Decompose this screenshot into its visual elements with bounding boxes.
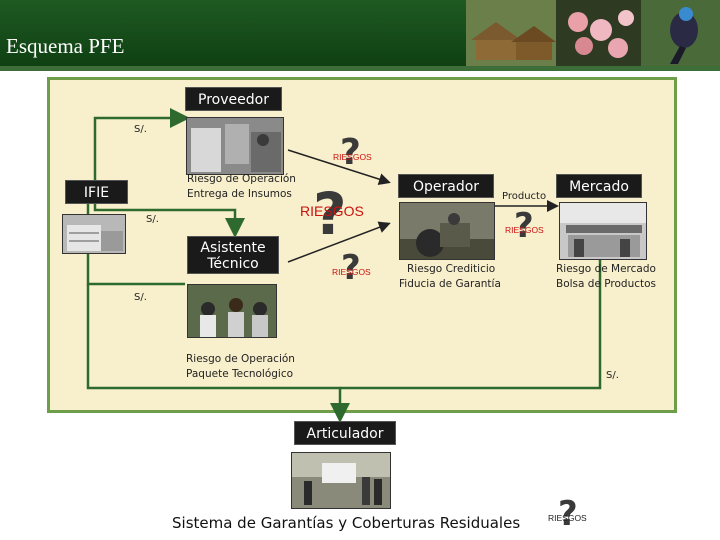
node-proveedor: Proveedor <box>185 87 282 111</box>
soles-label-asistente: S/. <box>146 214 159 225</box>
photo-operador <box>399 202 495 260</box>
risk-question-icon: ? <box>313 180 347 248</box>
soles-label-paquete: S/. <box>134 292 147 303</box>
riesgos-label-asistente: RIESGOS <box>332 267 371 277</box>
page-title: Esquema PFE <box>6 34 125 58</box>
node-ifie: IFIE <box>65 180 128 204</box>
riesgos-label-proveedor: RIESGOS <box>333 152 372 162</box>
footer-title: Sistema de Garantías y Coberturas Residu… <box>172 514 521 532</box>
node-asistente-tecnico: Asistente Técnico <box>187 236 279 274</box>
photo-paquete-tecnologico <box>187 284 277 338</box>
riesgos-label-operador: RIESGOS <box>300 203 364 219</box>
risk-question-icon: ? <box>558 494 578 534</box>
header-divider <box>0 66 720 71</box>
risk-question-icon: ? <box>340 132 361 173</box>
photo-mercado <box>559 202 647 260</box>
photo-insumos <box>186 117 284 175</box>
riesgos-label-footer: RIESGOS <box>548 513 587 523</box>
header-banner-image <box>466 0 720 66</box>
risk-question-icon: ? <box>341 248 361 288</box>
risk-question-icon: ? <box>514 206 534 246</box>
node-operador: Operador <box>398 174 494 198</box>
photo-articulador <box>291 452 391 509</box>
soles-label-proveedor: S/. <box>134 124 147 135</box>
photo-ifie-building <box>62 214 126 254</box>
soles-label-mercado: S/. <box>606 370 619 381</box>
node-articulador: Articulador <box>294 421 396 445</box>
node-mercado: Mercado <box>556 174 642 198</box>
producto-label: Producto <box>502 191 547 202</box>
riesgos-label-mercado: RIESGOS <box>505 225 544 235</box>
